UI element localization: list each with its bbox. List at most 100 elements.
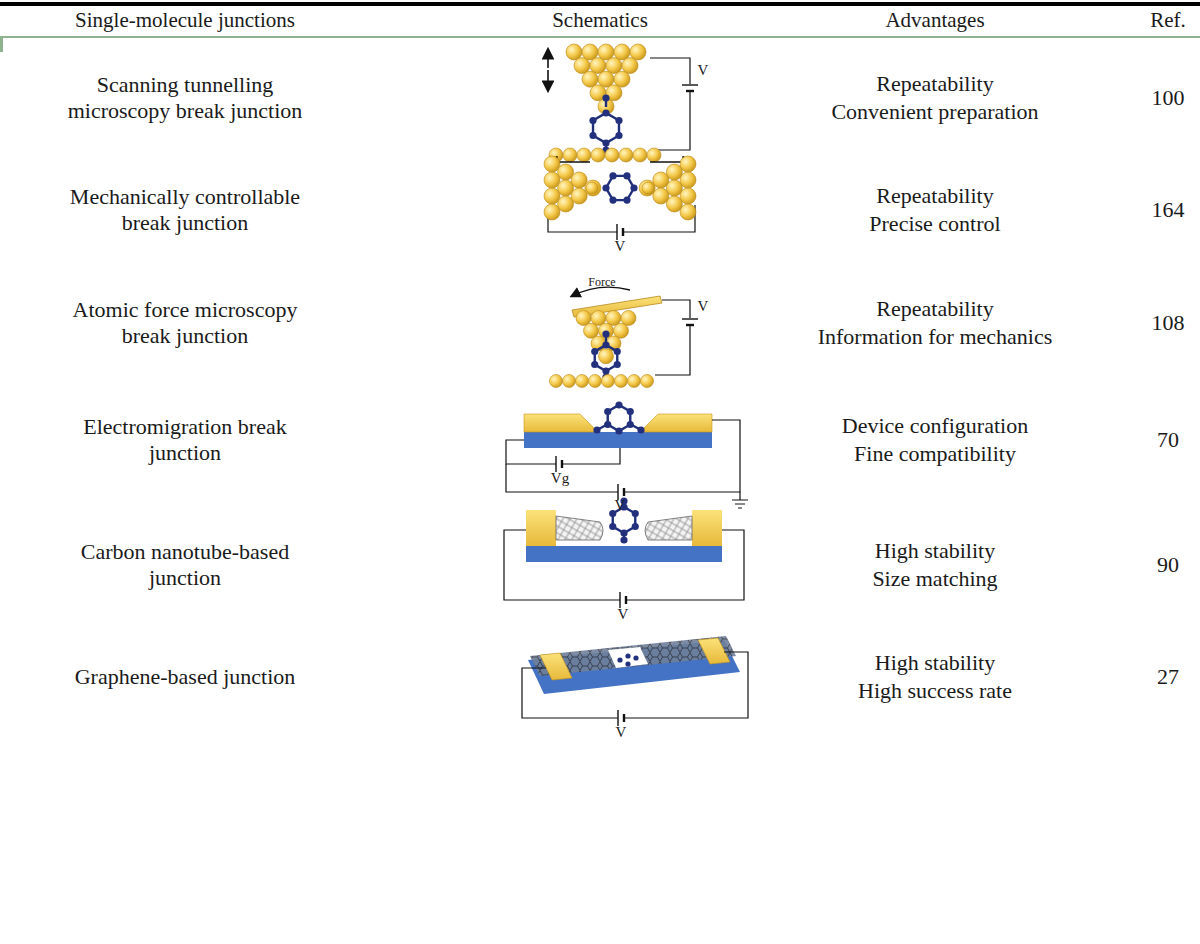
gold-atom <box>633 148 647 162</box>
gold-atom <box>628 375 641 388</box>
gold-atom <box>653 172 669 188</box>
reference-number: 164 <box>1140 197 1196 223</box>
gold-atom <box>680 172 696 188</box>
circuit-wire <box>650 58 690 150</box>
gold-atom <box>544 156 560 172</box>
carbon-atom <box>625 653 630 658</box>
anchor-atom <box>593 426 600 433</box>
circuit-wire <box>506 420 740 492</box>
advantage-text: Repeatability <box>755 183 1115 209</box>
voltage-label: V <box>591 725 651 740</box>
carbon-atom <box>591 361 598 368</box>
gold-electrode <box>526 510 556 546</box>
gold-electrode <box>524 414 598 432</box>
carbon-atom <box>623 172 630 179</box>
gold-atom <box>666 196 682 212</box>
voltage-label: V <box>590 239 650 254</box>
gold-electrode <box>540 653 572 680</box>
advantage-text: Device configuration <box>755 413 1115 439</box>
carbon-atom <box>591 348 598 355</box>
reference-number: 108 <box>1140 310 1196 336</box>
gold-atom <box>544 172 560 188</box>
battery-symbol <box>561 460 563 468</box>
gold-atom <box>666 180 682 196</box>
carbon-atom <box>589 117 596 124</box>
advantage-text: High stability <box>755 650 1115 676</box>
reference-number: 90 <box>1140 552 1196 578</box>
substrate <box>526 546 722 562</box>
advantage-text: Information for mechanics <box>755 324 1115 350</box>
battery-symbol <box>682 318 698 319</box>
gold-atom <box>589 375 602 388</box>
junction-name: Electromigration break junction <box>54 414 316 466</box>
voltage-label: V <box>673 63 733 78</box>
battery-symbol <box>686 324 694 326</box>
carbon-atom <box>627 408 634 415</box>
motion-arrow <box>547 70 549 90</box>
gold-atom <box>584 323 599 338</box>
gold-atom <box>576 311 591 326</box>
carbon-atom <box>602 341 609 348</box>
column-header: Ref. <box>1140 8 1196 33</box>
advantage-text: Repeatability <box>755 296 1115 322</box>
gold-atom <box>605 148 619 162</box>
carbon-atom <box>632 523 639 530</box>
junction-name: Mechanically controllable break junction <box>54 184 316 236</box>
gold-atom <box>622 58 638 74</box>
carbon-atom <box>604 408 611 415</box>
gold-atom <box>599 349 614 364</box>
gold-atom <box>639 180 655 196</box>
carbon-atom <box>633 655 638 660</box>
gold-atom <box>621 311 636 326</box>
gold-atom <box>582 44 598 60</box>
column-header: Single-molecule junctions <box>5 8 365 33</box>
junction-name: Graphene-based junction <box>54 664 316 690</box>
force-arrow <box>572 287 630 296</box>
gold-electrode <box>698 638 730 664</box>
gold-atom <box>582 71 598 87</box>
gold-atom <box>614 323 629 338</box>
junction-name: Carbon nanotube-based junction <box>54 539 316 591</box>
gold-atom <box>558 180 574 196</box>
carbon-atom <box>609 523 616 530</box>
battery-symbol <box>623 714 625 722</box>
gold-atom <box>630 44 646 60</box>
schematic-drawings <box>504 44 748 726</box>
carbon-atom <box>614 348 621 355</box>
gold-atom <box>598 44 614 60</box>
force-label: Force <box>572 276 632 288</box>
gold-atom <box>680 156 696 172</box>
gold-electrode <box>640 414 712 432</box>
benzene-ring <box>606 176 634 200</box>
reference-number: 70 <box>1140 427 1196 453</box>
gold-atom <box>614 44 630 60</box>
header-rule-tick <box>0 36 3 52</box>
carbon-atom <box>617 657 622 662</box>
gold-atom <box>558 164 574 180</box>
gold-atom <box>606 311 621 326</box>
circuit-wire <box>732 492 748 508</box>
circuit-wire <box>504 530 744 600</box>
battery-symbol <box>682 84 698 85</box>
gold-atom <box>666 164 682 180</box>
carbon-atom <box>615 401 622 408</box>
gold-atom <box>614 71 630 87</box>
carbon-atom <box>615 427 622 434</box>
gold-atom <box>563 148 577 162</box>
motion-arrow <box>547 50 549 68</box>
reference-number: 27 <box>1140 664 1196 690</box>
carbon-atom <box>589 132 596 139</box>
gold-atom <box>602 375 615 388</box>
advantage-text: Convenient preparation <box>755 99 1115 125</box>
gold-atom <box>653 188 669 204</box>
benzene-ring <box>608 405 631 431</box>
gold-atom <box>615 375 628 388</box>
voltage-label: V <box>673 299 733 314</box>
junction-name: Scanning tunnelling microscopy break jun… <box>54 72 316 124</box>
gold-atom <box>566 44 582 60</box>
column-header: Advantages <box>785 8 1085 33</box>
header-rule <box>0 36 1200 38</box>
gold-atom <box>591 311 606 326</box>
